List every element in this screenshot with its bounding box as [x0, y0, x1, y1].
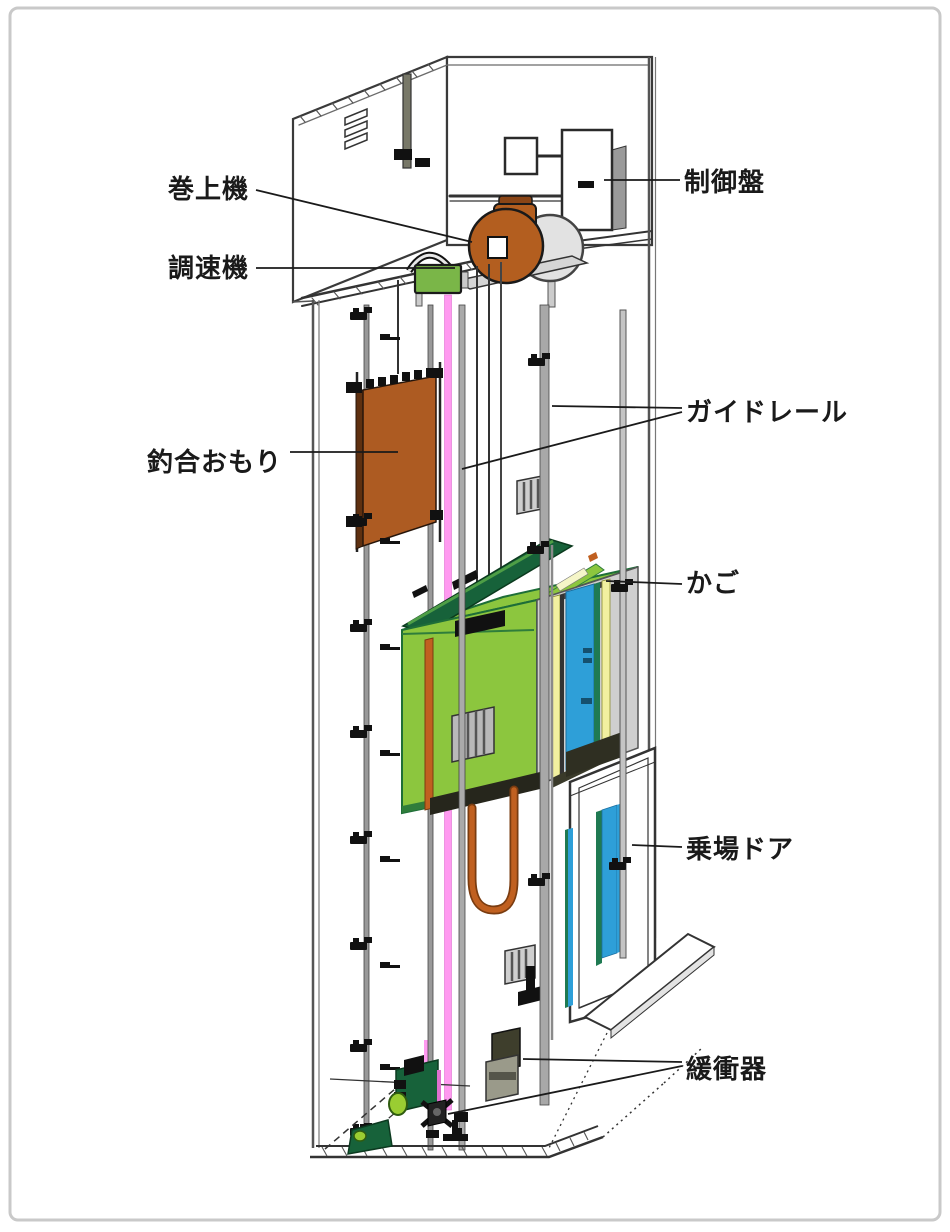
wall-edge-hatching [299, 63, 434, 123]
landing-door-panel [596, 810, 602, 966]
car-top-fitting [412, 585, 428, 598]
labels: 巻上機 調速機 制御盤 釣合おもり ガイドレール かご 乗場ドア 緩衝器 [147, 167, 848, 1085]
leader-buffer-1 [522, 1058, 683, 1063]
door-motor [455, 610, 505, 637]
label-governor: 調速機 [168, 253, 249, 284]
control-panel-cabinet [560, 128, 614, 232]
pit-hidden-edge [324, 1082, 403, 1150]
leader-guide-rail-1 [551, 405, 683, 409]
leader-car [605, 580, 683, 585]
counterweight-guide-shoe [430, 368, 443, 378]
governor [406, 251, 469, 295]
car-guide-rail-left [458, 304, 466, 1151]
label-car: かご [686, 568, 740, 599]
car-door-gap [560, 594, 564, 778]
label-hoisting-machine: 巻上機 [167, 175, 249, 205]
car-crosshead-highlight [407, 539, 554, 626]
leader-hoisting-machine [255, 189, 473, 243]
buffer-stand [443, 1120, 468, 1141]
governor-tension-sheave [388, 1055, 439, 1116]
car-conduit [424, 637, 434, 811]
governor-rope-end [437, 1070, 441, 1112]
counterweight-guide-shoe [430, 510, 443, 520]
landing-door-panel [601, 804, 618, 959]
counterweight-plate [362, 375, 437, 548]
control-panel-junction-box [503, 136, 539, 176]
sill-support-post [526, 966, 535, 996]
vent-louver [344, 107, 368, 151]
label-landing-door: 乗場ドア [686, 835, 794, 865]
leader-lines [255, 179, 683, 1115]
counterweight [346, 362, 443, 552]
car-door-jamb [601, 578, 611, 754]
column-clamp [394, 149, 412, 160]
hall-floor-hidden-edge [547, 1032, 608, 1151]
landing-door-panel-slow [565, 829, 568, 1008]
label-buffer: 緩衝器 [686, 1055, 767, 1085]
counterweight-buffer [485, 1027, 521, 1102]
label-counterweight: 釣合おもり [147, 447, 282, 478]
sill-support-foot [518, 986, 542, 1006]
guide-rails [350, 304, 633, 1151]
car-front-grille [451, 706, 495, 763]
machine-room [291, 55, 654, 308]
car-buffer [420, 1098, 454, 1128]
car-safety-plank [430, 772, 540, 815]
column-clamp [415, 158, 430, 167]
control-panel-side [611, 145, 627, 231]
pit-floor-edge [310, 1135, 604, 1159]
hall-floor-edge [610, 945, 715, 1040]
pit-pulley-block [347, 1119, 393, 1155]
pit [310, 1027, 703, 1159]
pit-hidden-edge [663, 1047, 703, 1084]
pit-edge-hatching [321, 1131, 589, 1157]
landing-door-header [569, 761, 656, 797]
landing-door-panel-slow [568, 828, 573, 1007]
car-door-panel-rear [594, 582, 600, 760]
car-toe-guard [566, 732, 622, 777]
rail-foot [454, 1112, 468, 1122]
machine-room-column [402, 73, 412, 169]
door-strut [619, 309, 627, 959]
control-panel [503, 128, 627, 232]
pit-hidden-edge [602, 1082, 665, 1138]
car-guide-rail-right [539, 304, 550, 1106]
rail-foot [426, 1130, 439, 1138]
landing-door [518, 746, 716, 1151]
label-guide-rail: ガイドレール [686, 398, 848, 428]
hoisting-machine-hub [487, 236, 508, 259]
leader-landing-door [631, 844, 683, 848]
travelling-cable [469, 787, 517, 913]
door-operator-panel [555, 567, 589, 592]
control-panel-handle [578, 181, 594, 188]
car-operating-panel [581, 648, 592, 704]
hoisting-machine [452, 195, 590, 290]
door-operator-arm [588, 552, 598, 562]
governor-body [413, 263, 463, 295]
leader-guide-rail-2 [461, 411, 683, 470]
car-door-panel [565, 583, 595, 771]
counterweight-guide-shoe [346, 382, 362, 393]
label-control-panel: 制御盤 [684, 167, 765, 198]
leader-buffer-2 [447, 1065, 683, 1115]
